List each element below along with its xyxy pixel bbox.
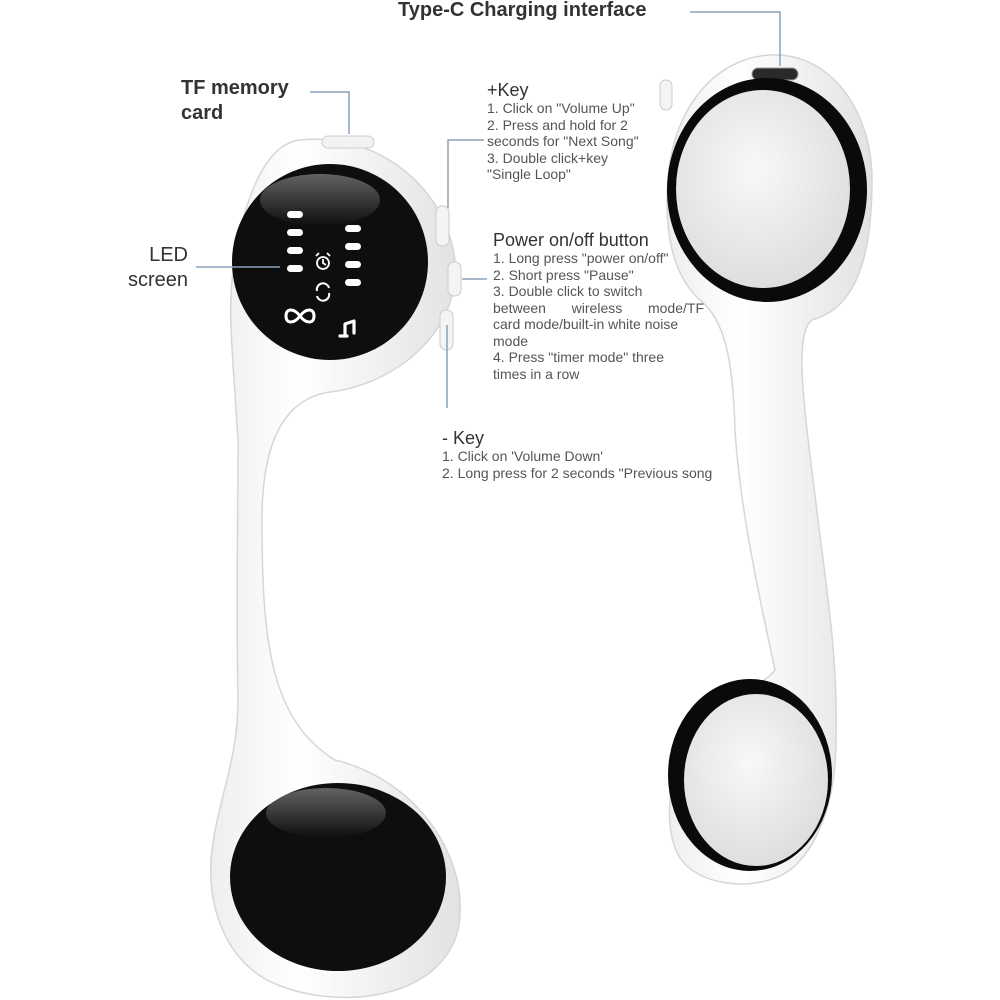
right-device [659, 54, 873, 885]
led-label-line-1: LED [149, 244, 188, 266]
type-c-port[interactable] [751, 67, 799, 81]
callout-type-c: Type-C Charging interface [398, 0, 647, 23]
led-screen [232, 164, 428, 360]
plus-key-line: 2. Press and hold for 2 [487, 116, 628, 133]
power-line: times in a row [493, 365, 580, 382]
left-bottom-pad [230, 783, 446, 971]
music-note-icon [338, 319, 356, 338]
led-bars-right-icon [345, 225, 361, 286]
leader-type-c [690, 11, 781, 66]
tf-card-label-line-1: TF memory [181, 77, 289, 99]
right-top-pad [667, 78, 867, 302]
loop-icon [315, 282, 331, 302]
callout-minus-key: - Key 1. Click on 'Volume Down' 2. Long … [442, 428, 712, 481]
minus-key-line: 1. Click on 'Volume Down' [442, 448, 603, 464]
power-line: 3. Double click to switch [493, 283, 643, 299]
right-side-key[interactable] [659, 79, 673, 111]
type-c-label: Type-C Charging interface [398, 0, 647, 21]
left-device-body [209, 138, 461, 999]
power-line: 2. Short press "Pause" [493, 266, 634, 283]
power-word: wireless [571, 299, 623, 316]
callout-plus-key: +Key 1. Click on "Volume Up" 2. Press an… [487, 80, 639, 183]
plus-key-line: 1. Click on "Volume Up" [487, 100, 635, 116]
tf-card-label-line-2: card [181, 102, 224, 124]
leader-plus-key [447, 139, 484, 208]
infinity-icon [284, 308, 316, 324]
minus-key-title: - Key [442, 428, 485, 448]
power-word: mode/TF [647, 299, 704, 316]
power-line-justified: between wireless mode/TF [493, 300, 704, 317]
callout-tf-card: TF memory card [181, 76, 289, 126]
timer-icon [315, 252, 331, 270]
power-line: 1. Long press "power on/off" [493, 250, 669, 266]
power-button[interactable] [447, 261, 462, 297]
plus-key-line: seconds for "Next Song" [487, 133, 639, 149]
callout-led-screen: LED screen [128, 243, 188, 293]
plus-key-button[interactable] [435, 205, 450, 247]
plus-key-line: 3. Double click+key [487, 149, 609, 166]
power-line: mode [493, 332, 529, 349]
leader-tf-card [310, 91, 350, 134]
tf-card-slot[interactable] [321, 135, 375, 149]
power-line: card mode/built-in white noise [493, 316, 679, 332]
left-device [209, 135, 462, 999]
plus-key-line: "Single Loop" [487, 166, 571, 182]
callout-power-button: Power on/off button 1. Long press "power… [493, 230, 704, 382]
right-bottom-pad [668, 679, 832, 871]
power-line: 4. Press "timer mode" three [493, 349, 665, 365]
leader-lines [196, 11, 781, 408]
plus-key-title: +Key [487, 80, 529, 100]
minus-key-line: 2. Long press for 2 seconds "Previous so… [442, 464, 713, 481]
power-word: between [493, 299, 546, 316]
led-bars-left-icon [287, 211, 303, 272]
led-label-line-2: screen [127, 269, 188, 291]
power-title: Power on/off button [493, 230, 649, 250]
